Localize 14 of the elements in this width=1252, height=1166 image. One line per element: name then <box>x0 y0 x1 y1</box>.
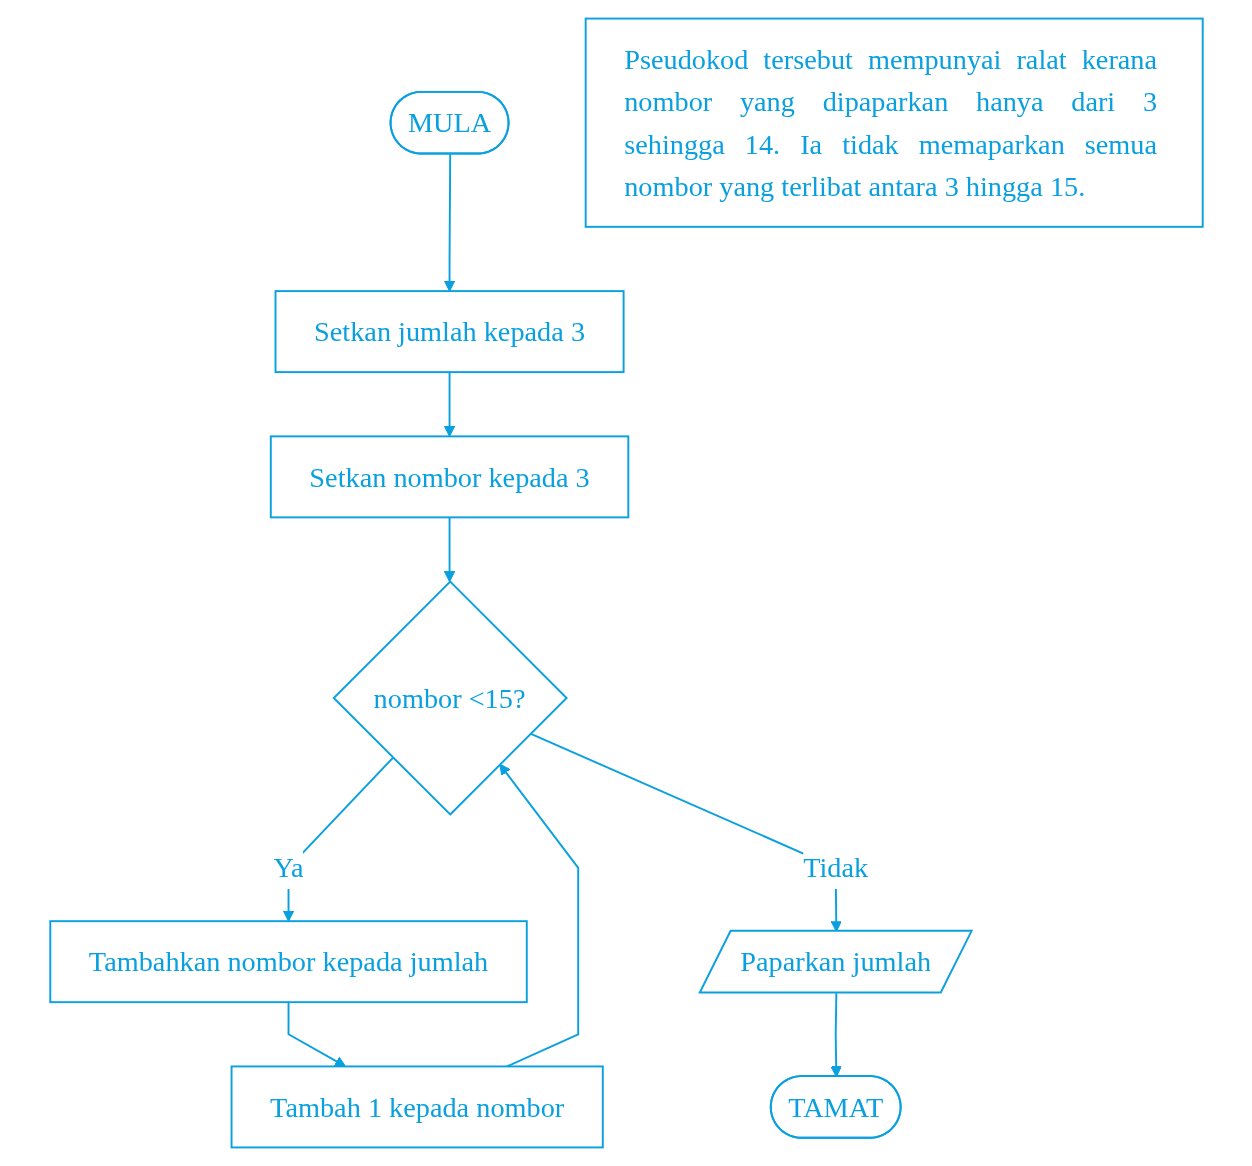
node-box: Setkan nombor kepada 3 <box>269 435 629 519</box>
arrow <box>830 992 842 1078</box>
arrow <box>443 516 455 583</box>
arrow <box>443 153 455 292</box>
arrow <box>443 371 455 437</box>
arrow <box>287 1001 346 1067</box>
arrow <box>498 763 579 1068</box>
edge-label: Tidak <box>802 851 868 884</box>
node-box: Pseudokod tersebut mempunyai ralat kerana nombor yang dipaparkan hanya dari 3 sehingga 14. Ia tidak memaparkan semua nombor yang terlibat antara 3 hingga 15. <box>584 17 1204 228</box>
node-box: Setkan jumlah kepada 3 <box>274 290 625 374</box>
node-box: Tambahkan nombor kepada jumlah <box>48 920 528 1004</box>
node-box: Tambah 1 kepada nombor <box>230 1065 604 1149</box>
edge-label: Ya <box>272 851 304 884</box>
node-diamond: nombor <15? <box>331 580 568 816</box>
